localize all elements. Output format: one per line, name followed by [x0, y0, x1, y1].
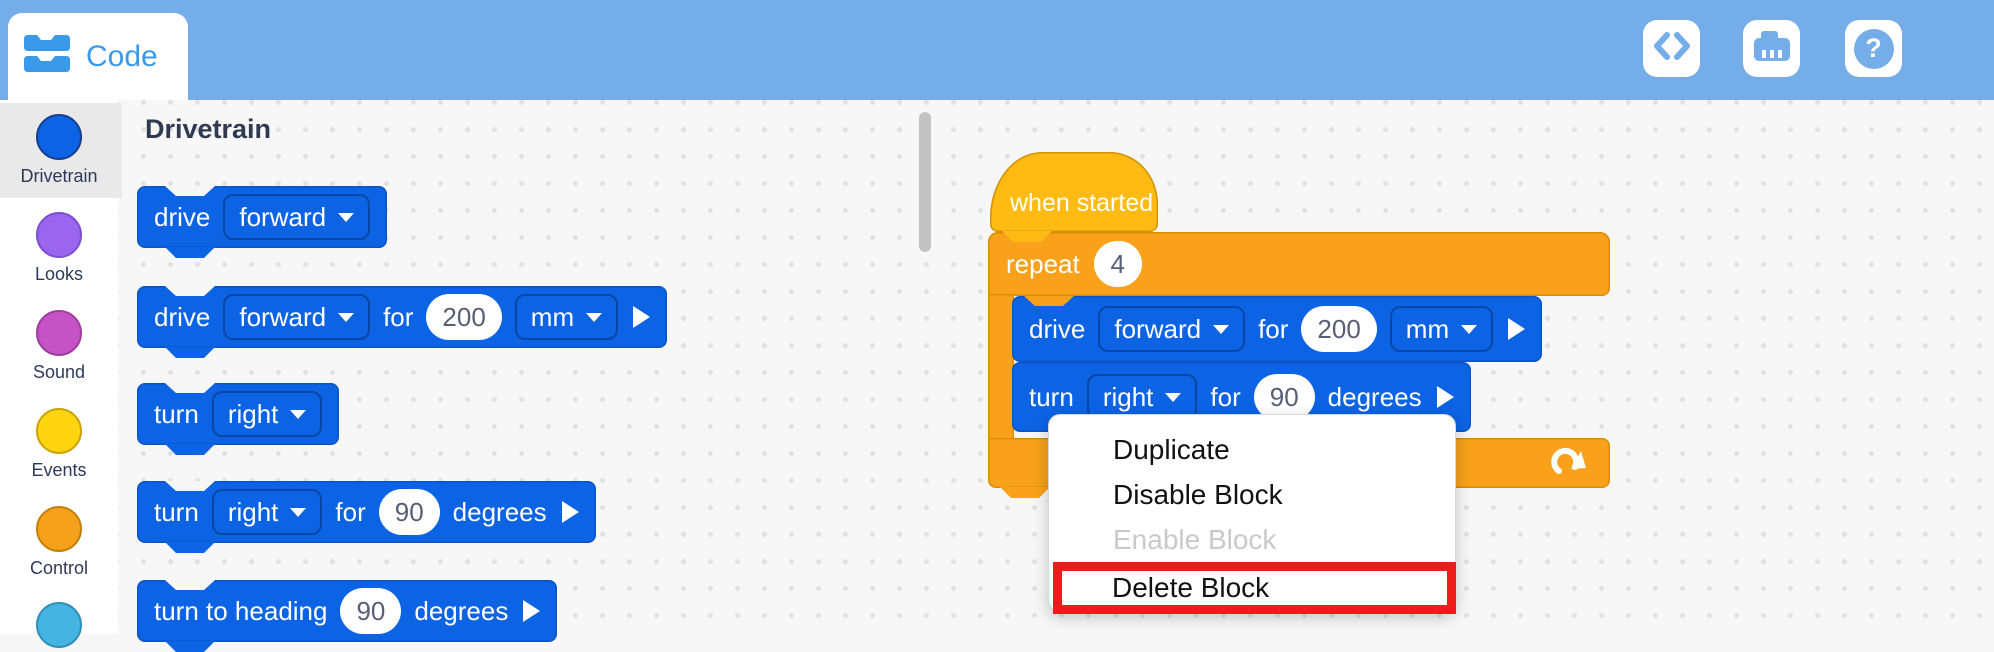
repeat-block-arm[interactable]	[988, 294, 1014, 440]
chevron-down-icon	[1165, 392, 1182, 402]
brain-icon	[1752, 29, 1792, 68]
tab-code[interactable]: Code	[8, 13, 188, 100]
palette-heading: Drivetrain	[145, 114, 272, 144]
chevron-down-icon	[586, 312, 603, 322]
tab-code-label: Code	[86, 39, 158, 73]
block-dropdown[interactable]: forward	[223, 294, 371, 340]
play-icon[interactable]	[633, 306, 651, 328]
menu-item-disable-block[interactable]: Disable Block	[1113, 478, 1283, 510]
block-value-input[interactable]: 200	[426, 294, 502, 340]
sidebar-item-control[interactable]: Control	[0, 506, 118, 579]
menu-item-duplicate[interactable]: Duplicate	[1113, 433, 1230, 465]
repeat-block-bump	[1000, 487, 1050, 498]
block-dropdown[interactable]: right	[211, 489, 323, 535]
chevron-down-icon	[1461, 324, 1478, 334]
palette-block-drive-for[interactable]: drive forward for 200 mm	[137, 286, 668, 348]
sidebar-item-drivetrain[interactable]: Drivetrain	[0, 114, 118, 187]
block-label: degrees	[452, 496, 547, 527]
play-icon[interactable]	[1508, 318, 1526, 340]
when-started-hat-block[interactable]: when started	[990, 152, 1158, 232]
block-label: turn	[154, 398, 199, 429]
sidebar-item-events[interactable]: Events	[0, 408, 118, 481]
block-value-input[interactable]: 90	[378, 489, 440, 535]
chevron-down-icon	[338, 312, 355, 322]
control-category-icon[interactable]	[36, 506, 82, 552]
device-brain-button[interactable]	[1743, 20, 1800, 77]
chevron-down-icon	[338, 212, 355, 222]
block-dropdown[interactable]: right	[211, 391, 323, 437]
play-icon[interactable]	[1436, 386, 1454, 408]
menu-item-delete-block-highlighted[interactable]: Delete Block	[1053, 562, 1456, 614]
events-category-icon[interactable]	[36, 408, 82, 454]
question-mark-icon: ?	[1853, 28, 1894, 69]
sidebar-item-sensing[interactable]	[0, 602, 118, 648]
chevron-down-icon	[290, 409, 307, 419]
block-label: for	[1258, 313, 1289, 344]
chevron-down-icon	[290, 507, 307, 517]
code-view-button[interactable]	[1643, 20, 1700, 77]
repeat-count-input[interactable]: 4	[1093, 241, 1142, 287]
block-dropdown[interactable]: mm	[1389, 306, 1494, 352]
block-label: for	[335, 496, 366, 527]
block-dropdown[interactable]: forward	[1098, 306, 1246, 352]
play-icon[interactable]	[523, 600, 541, 622]
palette-scrollbar[interactable]	[919, 112, 931, 252]
palette-block-turn-to-heading[interactable]: turn to heading 90 degrees	[137, 580, 558, 642]
block-value-input[interactable]: 200	[1301, 306, 1377, 352]
block-label: drive	[154, 201, 211, 232]
block-dropdown[interactable]: forward	[223, 194, 371, 240]
block-dropdown[interactable]: mm	[514, 294, 619, 340]
palette-block-drive[interactable]: drive forward	[137, 186, 388, 248]
block-label: degrees	[414, 595, 509, 626]
block-label: for	[1210, 381, 1241, 412]
chevron-down-icon	[1213, 324, 1230, 334]
palette-block-turn-for[interactable]: turn right for 90 degrees	[137, 481, 596, 543]
sound-category-icon[interactable]	[36, 310, 82, 356]
play-icon[interactable]	[561, 501, 579, 523]
sensing-category-icon[interactable]	[36, 602, 82, 648]
block-label: degrees	[1327, 381, 1422, 412]
block-label: turn to heading	[154, 595, 328, 626]
loop-arrow-icon	[1548, 443, 1588, 484]
block-dropdown[interactable]: right	[1086, 374, 1198, 420]
palette-block-turn[interactable]: turn right	[137, 383, 340, 445]
drivetrain-category-icon[interactable]	[36, 114, 82, 160]
block-label: turn	[154, 496, 199, 527]
sidebar-item-sound[interactable]: Sound	[0, 310, 118, 383]
repeat-inner-bump	[1024, 296, 1074, 306]
menu-item-enable-block: Enable Block	[1113, 523, 1277, 555]
block-label: drive	[1029, 313, 1086, 344]
code-brackets-icon	[1652, 31, 1692, 66]
sidebar-item-looks[interactable]: Looks	[0, 212, 118, 285]
help-button[interactable]: ?	[1845, 20, 1902, 77]
block-label: for	[383, 301, 414, 332]
workspace-block-drive-for[interactable]: drive forward for 200 mm	[1012, 296, 1543, 362]
blocks-canvas: Drivetrain drive forward drive forward for 2…	[118, 100, 1994, 642]
block-label: drive	[154, 301, 211, 332]
category-sidebar: Drivetrain Looks Sound Events Control	[0, 100, 122, 648]
block-label: turn	[1029, 381, 1074, 412]
hat-block-bump	[1002, 231, 1052, 242]
block-value-input[interactable]: 90	[1253, 374, 1315, 420]
looks-category-icon[interactable]	[36, 212, 82, 258]
top-bar: Code ?	[0, 0, 1994, 100]
blocks-logo-icon	[22, 34, 74, 79]
block-value-input[interactable]: 90	[340, 588, 402, 634]
repeat-block-top[interactable]: repeat 4	[988, 232, 1610, 296]
